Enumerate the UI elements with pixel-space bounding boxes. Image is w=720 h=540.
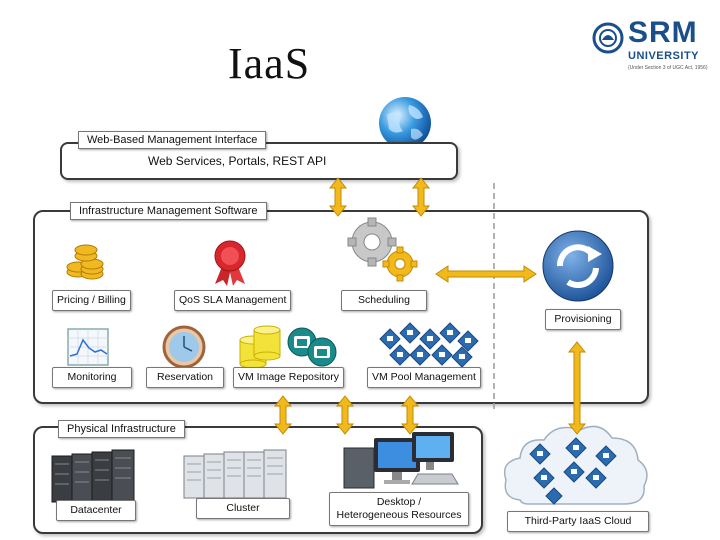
divider-dashed bbox=[493, 183, 495, 413]
slide-title: IaaS bbox=[228, 39, 311, 88]
vm-pool-icon bbox=[379, 322, 479, 368]
cloud-icon bbox=[503, 425, 648, 505]
clock-icon bbox=[162, 325, 206, 369]
desktop-label-line2: Heterogeneous Resources bbox=[336, 509, 462, 521]
logo-sub: UNIVERSITY bbox=[628, 50, 700, 62]
qos-sla-label: QoS SLA Management bbox=[174, 290, 292, 311]
desktop-label-line1: Desktop / bbox=[376, 496, 422, 508]
logo-name: SRM bbox=[628, 16, 698, 49]
desktops-icon bbox=[343, 432, 459, 489]
desktop-heterogeneous-label: Desktop / Heterogeneous Resources bbox=[329, 492, 469, 526]
award-ribbon-icon bbox=[214, 240, 246, 286]
cluster-icon bbox=[183, 449, 287, 499]
monitoring-label: Monitoring bbox=[52, 367, 132, 388]
gears-icon bbox=[347, 217, 418, 282]
database-disks-icon bbox=[239, 325, 337, 369]
cluster-label: Cluster bbox=[196, 498, 290, 519]
reservation-label: Reservation bbox=[146, 367, 224, 388]
web-interface-title: Web-Based Management Interface bbox=[78, 131, 267, 149]
pricing-billing-label: Pricing / Billing bbox=[52, 290, 131, 311]
monitoring-chart-icon bbox=[67, 328, 109, 366]
srm-seal-icon bbox=[592, 22, 624, 54]
provisioning-icon bbox=[542, 230, 614, 302]
infra-software-title: Infrastructure Management Software bbox=[70, 202, 267, 220]
logo-tagline: (Under Section 3 of UGC Act, 1956) bbox=[628, 65, 708, 71]
datacenter-label: Datacenter bbox=[56, 500, 136, 521]
vm-pool-management-label: VM Pool Management bbox=[367, 367, 481, 388]
physical-infrastructure-title: Physical Infrastructure bbox=[58, 420, 185, 438]
vm-image-repository-label: VM Image Repository bbox=[233, 367, 344, 388]
provisioning-label: Provisioning bbox=[545, 309, 621, 330]
coins-icon bbox=[66, 244, 104, 280]
web-interface-subtitle: Web Services, Portals, REST API bbox=[148, 154, 327, 168]
server-racks-icon bbox=[51, 449, 135, 503]
third-party-cloud-label: Third-Party IaaS Cloud bbox=[507, 511, 649, 532]
scheduling-label: Scheduling bbox=[341, 290, 427, 311]
